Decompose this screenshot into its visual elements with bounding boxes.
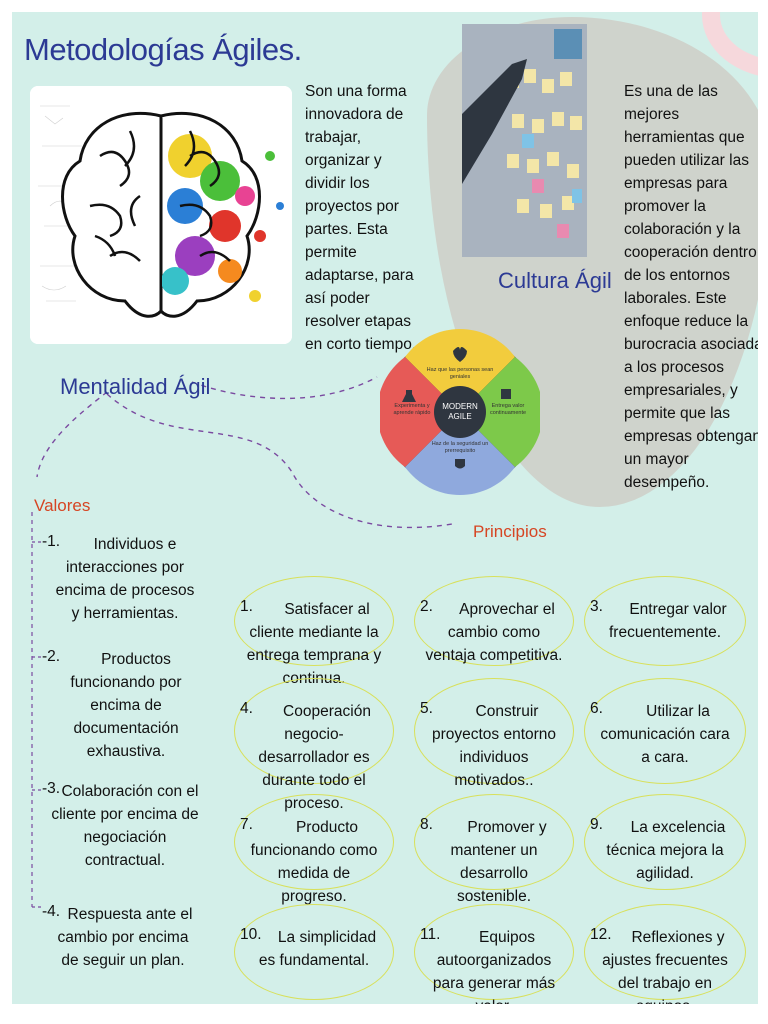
valor-item-4: Respuesta ante el cambio por encima de s… [57,906,193,969]
wheel-top-text: Haz que las personas sean geniales [426,367,494,380]
principle-number: 12. [590,926,612,943]
team-photo [462,24,587,257]
valor-number: -4. [42,903,61,920]
wheel-center-line2: AGILE [448,412,472,421]
principle-number: 9. [590,816,603,833]
brain-illustration [30,86,292,344]
wheel-left-text: Experimenta y aprende rápido [393,403,431,416]
connector-lines [31,376,453,908]
sticky-notes-photo-icon [462,24,587,257]
brain-icon [30,86,292,344]
principle-number: 11. [420,926,441,943]
wheel-right-text: Entrega valor continuamente [489,403,527,416]
page-title: Metodologías Ágiles. [24,32,302,67]
principle-item-5: Construir proyectos entorno individuos m… [431,703,557,789]
principle-ellipse [234,904,394,1000]
principle-ellipse [234,794,394,890]
principle-ellipse [234,678,394,784]
principle-ellipse [584,678,746,784]
principle-item-12: Reflexiones y ajustes frecuentes del tra… [602,929,728,1004]
valores-label: Valores [34,496,91,515]
principle-ellipse [584,904,746,1000]
principle-ellipse [414,904,574,1000]
principle-number: 7. [240,816,253,833]
principle-number: 5. [420,700,433,717]
wheel-bottom-text: Haz de la seguridad un prerrequisito [431,441,489,454]
principle-item-6: Utilizar la comunicación cara a cara. [600,703,730,766]
principle-ellipse [234,576,394,666]
principle-number: 1. [240,598,253,615]
principle-item-7: Producto funcionando como medida de prog… [250,819,378,905]
principle-item-1: Satisfacer al cliente mediante la entreg… [246,601,382,687]
principle-ellipse [584,794,746,890]
valor-number: -2. [42,648,61,665]
valor-number: -3. [42,780,61,797]
principle-item-2: Aprovechar el cambio como ventaja compet… [425,601,563,664]
principle-number: 6. [590,700,603,717]
valor-number: -1. [42,533,61,550]
principle-ellipse [414,576,574,666]
definition-text: Son una forma innovadora de trabajar, or… [305,83,417,353]
principle-item-3: Entregar valor frecuentemente. [608,601,727,641]
principios-label: Principios [473,522,547,541]
principle-ellipse [414,794,574,890]
principle-item-11: Equipos autoorganizados para generar más… [432,929,556,1004]
principle-ellipse [414,678,574,784]
valor-item-2: Productos funcionando por encima de docu… [70,651,182,760]
valor-item-3: Colaboración con el cliente por encima d… [51,783,199,869]
principle-number: 4. [240,700,253,717]
cultura-agil-label: Cultura Ágil [498,268,612,293]
principle-item-9: La excelencia técnica mejora la agilidad… [606,819,726,882]
principle-number: 2. [420,598,433,615]
principle-number: 8. [420,816,433,833]
principle-item-10: La simplicidad es fundamental. [258,929,377,969]
wheel-center-line1: MODERN [442,402,478,411]
principle-number: 3. [590,598,603,615]
principle-number: 10. [240,926,262,943]
modern-agile-wheel: MODERN AGILE Haz que las personas sean g… [376,317,544,507]
principle-item-8: Promover y mantener un desarrollo sosten… [450,819,547,905]
culture-text: Es una de las mejores herramientas que p… [624,83,758,491]
valor-item-1: Individuos e interacciones por encima de… [55,536,195,622]
mentalidad-agil-label: Mentalidad Ágil [60,374,211,399]
infographic-poster: Metodologías Ágiles. [12,12,758,1004]
principle-ellipse [584,576,746,666]
